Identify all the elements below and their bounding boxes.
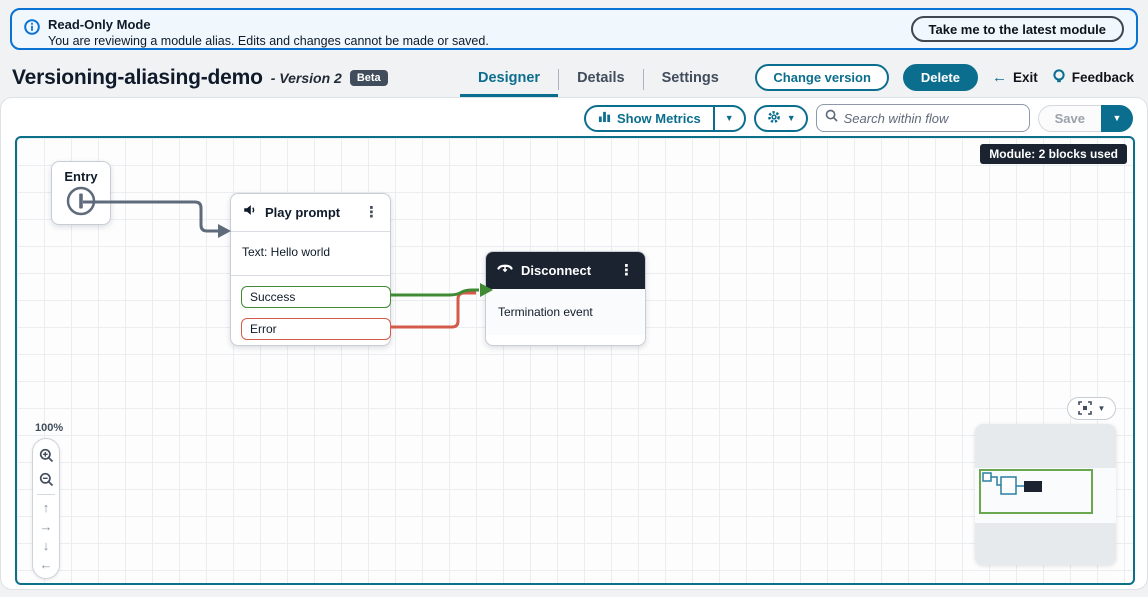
tab-settings[interactable]: Settings <box>661 70 719 86</box>
gear-icon <box>766 109 782 127</box>
bar-chart-icon <box>598 110 611 126</box>
zoom-level-label: 100% <box>35 422 64 434</box>
page-title: Versioning-aliasing-demo <box>12 66 263 89</box>
back-arrow-icon: ← <box>991 69 1007 86</box>
phone-disconnect-icon <box>497 262 513 280</box>
chevron-down-icon: ▼ <box>1112 113 1122 123</box>
exit-button[interactable]: ← Exit <box>991 69 1038 86</box>
block-body-text: Text: Hello world <box>231 232 390 276</box>
block-entry[interactable]: Entry <box>51 161 111 225</box>
tab-divider <box>642 69 644 90</box>
pan-down-button[interactable]: ↓ <box>34 536 58 555</box>
tab-bar: Designer Details Settings <box>460 62 737 97</box>
show-metrics-split-button: Show Metrics ▼ <box>583 104 746 132</box>
tab-details[interactable]: Details <box>577 70 625 86</box>
metrics-dropdown-button[interactable]: ▼ <box>712 106 744 130</box>
beta-badge: Beta <box>349 70 388 86</box>
kebab-menu-icon[interactable]: ⋮ <box>364 204 379 221</box>
readonly-banner: Read-Only Mode You are reviewing a modul… <box>10 8 1138 50</box>
entry-port-icon[interactable] <box>63 186 99 222</box>
block-body-text: Termination event <box>486 289 645 335</box>
block-disconnect[interactable]: Disconnect ⋮ Termination event <box>485 251 646 346</box>
block-title: Disconnect <box>521 263 592 278</box>
port-success[interactable]: Success <box>241 286 391 308</box>
search-input[interactable] <box>843 110 1022 126</box>
delete-button[interactable]: Delete <box>902 64 978 91</box>
chevron-down-icon: ▼ <box>786 113 796 123</box>
zoom-out-button[interactable] <box>34 467 58 491</box>
zoom-in-button[interactable] <box>34 443 58 467</box>
minimap[interactable] <box>975 424 1116 565</box>
search-icon <box>825 109 838 127</box>
tab-divider <box>558 69 560 90</box>
canvas-toolbar: Show Metrics ▼ ▼ Save ▼ <box>583 104 1133 132</box>
chevron-down-icon: ▼ <box>1097 404 1106 413</box>
save-button[interactable]: Save <box>1037 104 1101 132</box>
lightbulb-icon <box>1052 68 1066 87</box>
port-error[interactable]: Error <box>241 318 391 340</box>
pan-left-button[interactable]: ← <box>34 555 58 574</box>
fit-view-button[interactable]: ▼ <box>1067 397 1116 420</box>
save-dropdown-button[interactable]: ▼ <box>1101 104 1133 132</box>
fit-view-icon <box>1077 400 1092 417</box>
designer-panel: Show Metrics ▼ ▼ Save ▼ Module: 2 blocks… <box>0 97 1148 590</box>
show-metrics-button[interactable]: Show Metrics <box>586 107 713 130</box>
pan-up-button[interactable]: ↑ <box>34 498 58 517</box>
settings-dropdown-button[interactable]: ▼ <box>753 104 808 132</box>
latest-module-button[interactable]: Take me to the latest module <box>910 16 1124 42</box>
flow-connectors <box>83 200 493 329</box>
module-usage-badge: Module: 2 blocks used <box>980 144 1127 164</box>
tab-designer[interactable]: Designer <box>460 62 559 97</box>
version-label: - Version 2 <box>270 70 342 86</box>
speaker-icon <box>242 203 257 222</box>
block-title: Entry <box>64 169 98 184</box>
flow-canvas[interactable]: Module: 2 blocks used Entry Play prompt … <box>15 136 1135 585</box>
banner-message: You are reviewing a module alias. Edits … <box>48 34 489 48</box>
feedback-button[interactable]: Feedback <box>1052 68 1134 87</box>
kebab-menu-icon[interactable]: ⋮ <box>619 262 634 279</box>
pan-right-button[interactable]: → <box>34 517 58 536</box>
zoom-pan-controls: ↑ → ↓ ← <box>32 438 60 579</box>
flow-search <box>815 104 1030 132</box>
banner-title: Read-Only Mode <box>48 17 151 32</box>
header-row: Versioning-aliasing-demo - Version 2 Bet… <box>0 62 1148 97</box>
save-split-button: Save ▼ <box>1037 104 1133 132</box>
divider <box>37 494 55 495</box>
block-play-prompt[interactable]: Play prompt ⋮ Text: Hello world Success … <box>230 193 391 346</box>
info-icon <box>24 19 40 40</box>
chevron-down-icon: ▼ <box>724 113 734 123</box>
block-title: Play prompt <box>265 205 341 220</box>
change-version-button[interactable]: Change version <box>755 64 889 91</box>
